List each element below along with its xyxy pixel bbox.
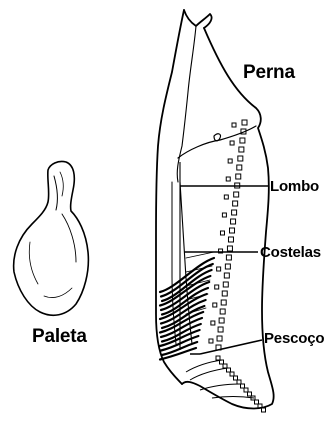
vertebra-mark (230, 372, 234, 376)
vertebra-mark (237, 380, 241, 384)
paleta-shape (14, 161, 89, 315)
vertebra-mark (226, 255, 231, 260)
vertebra-mark (244, 388, 248, 392)
vertebra-mark (225, 264, 230, 269)
pointer-lines (180, 162, 268, 354)
vertebra-mark (230, 228, 235, 233)
vertebra-mark (228, 237, 233, 242)
vertebra-mark (230, 141, 234, 145)
vertebra-mark (232, 210, 237, 215)
vertebra-mark (228, 159, 232, 163)
vertebra-mark (232, 123, 236, 127)
label-perna: Perna (243, 62, 295, 84)
vertebra-mark (231, 219, 236, 224)
vertebra-mark (233, 201, 238, 206)
vertebra-mark (241, 384, 245, 388)
vertebra-mark (220, 309, 225, 314)
vertebra-mark (222, 291, 227, 296)
vertebra-mark (223, 282, 228, 287)
vertebra-mark (223, 364, 227, 368)
vertebra-mark (215, 285, 219, 289)
vertebra-mark (234, 376, 238, 380)
vertebra-mark (239, 147, 244, 152)
vertebra-mark (217, 336, 222, 341)
vertebra-mark (211, 321, 215, 325)
label-costelas: Costelas (260, 244, 321, 261)
vertebra-mark (216, 356, 220, 360)
vertebra-mark (219, 318, 224, 323)
vertebra-mark (237, 165, 242, 170)
vertebra-mark (226, 177, 230, 181)
vertebra-mark (209, 339, 213, 343)
vertebra-mark (224, 195, 228, 199)
vertebra-mark (218, 327, 223, 332)
vertebra-mark (242, 120, 247, 125)
vertebra-mark (222, 213, 226, 217)
vertebra-mark (217, 267, 221, 271)
vertebra-mark (248, 392, 252, 396)
vertebra-mark (220, 231, 224, 235)
vertebra-mark (234, 192, 239, 197)
ribs-group (160, 252, 214, 360)
vertebra-mark (238, 156, 243, 161)
vertebra-mark (213, 303, 217, 307)
vertebra-mark (227, 246, 232, 251)
vertebra-mark (240, 138, 245, 143)
vertebra-mark (255, 400, 259, 404)
vertebrae-column (209, 120, 266, 412)
rib-mark (186, 252, 214, 258)
label-lombo: Lombo (270, 178, 319, 195)
label-pescoco: Pescoço (264, 330, 324, 347)
vertebra-mark (221, 300, 226, 305)
vertebra-mark (224, 273, 229, 278)
label-paleta: Paleta (32, 326, 87, 348)
vertebra-mark (236, 174, 241, 179)
